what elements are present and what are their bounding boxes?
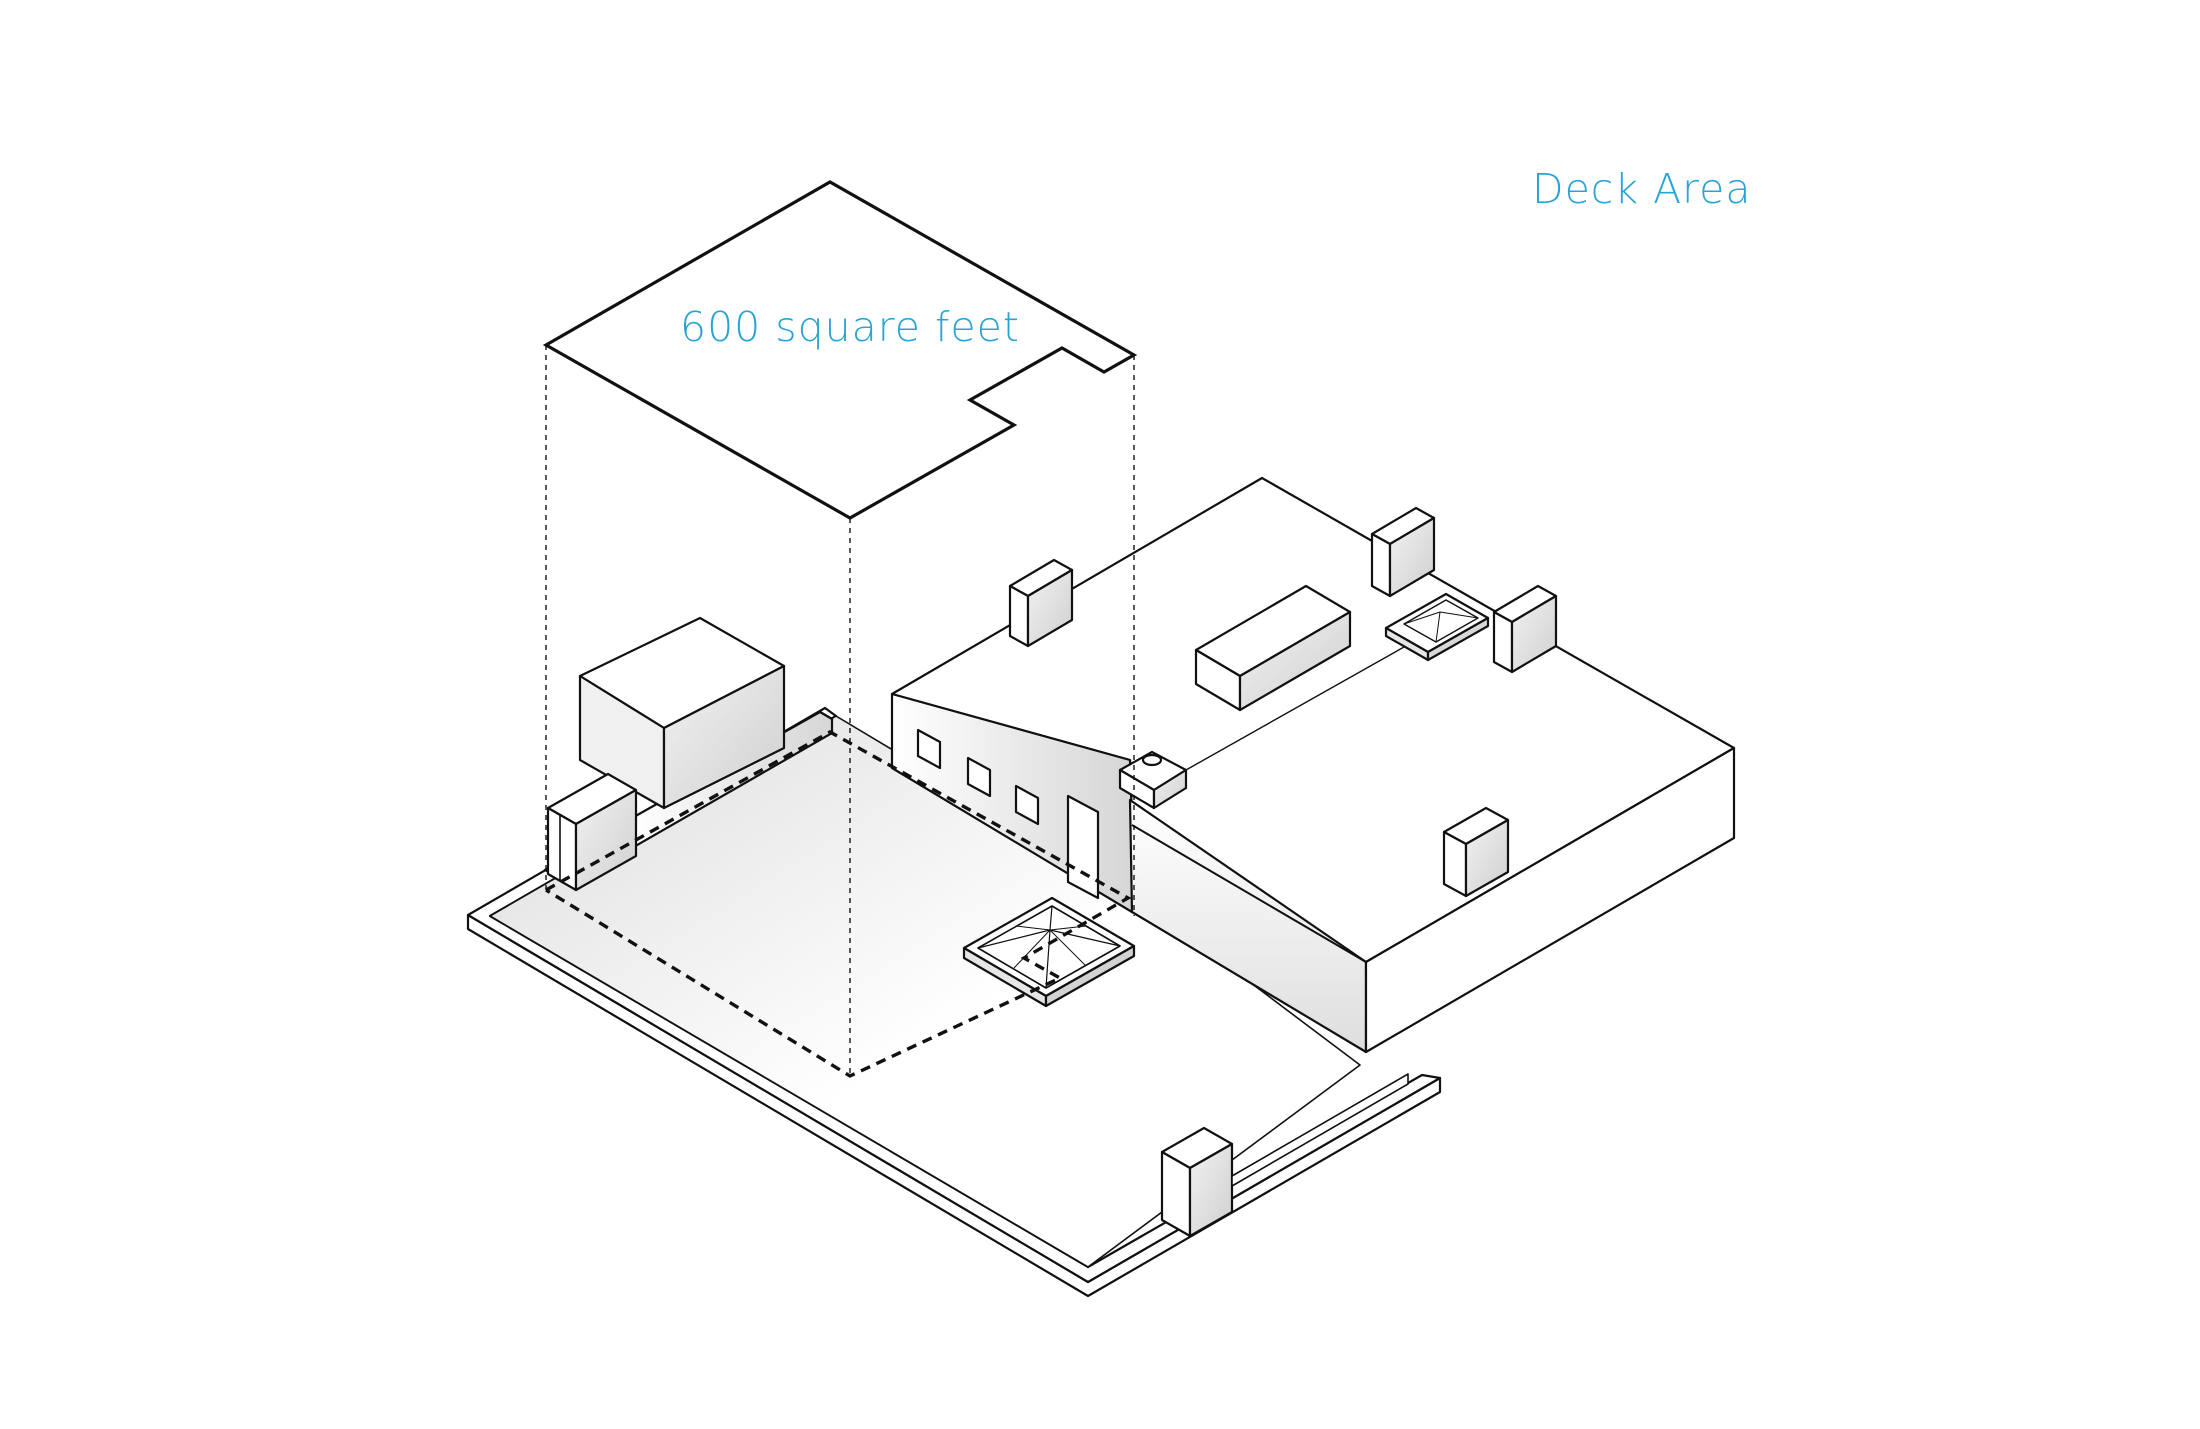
roof-vent-right: [1492, 584, 1558, 674]
deck-footprint-outline: [545, 730, 1132, 1078]
deck-skylight: [962, 896, 1136, 1008]
roof-vent-left: [1008, 558, 1074, 648]
main-building: [890, 476, 1736, 1054]
roof-box-front: [1442, 806, 1510, 898]
area-outline: [542, 180, 1138, 520]
diagram-title: Deck Area: [1532, 165, 1752, 213]
roof-vent-back: [1370, 506, 1436, 598]
roof-skylight: [1384, 592, 1490, 662]
mechanical-box: [578, 616, 786, 810]
roof-unit: [1194, 584, 1352, 712]
roof-conduit: [1185, 637, 1421, 771]
projection-lines: [545, 345, 1135, 1076]
area-size-label: 600 square feet: [680, 303, 1020, 351]
roof-hatch: [1118, 750, 1188, 810]
deck-column-front: [1160, 1073, 1409, 1238]
